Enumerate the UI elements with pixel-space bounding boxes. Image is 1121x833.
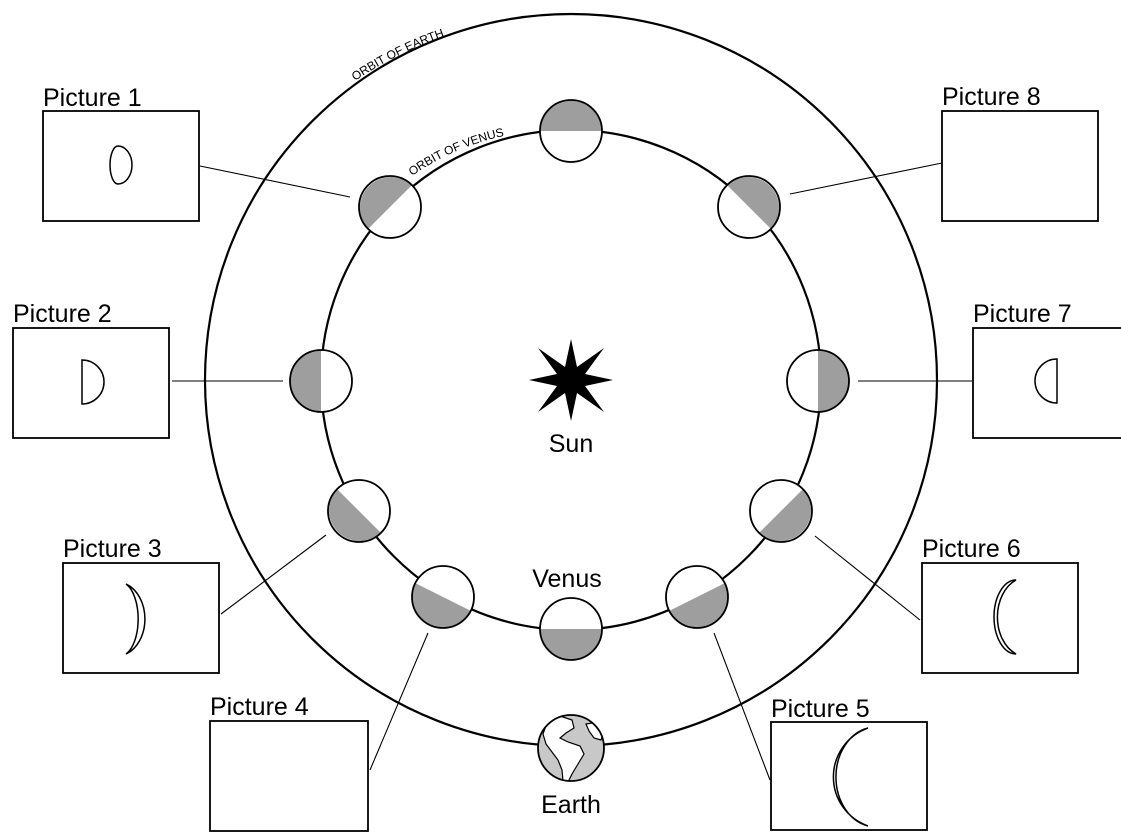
venus-upper-right	[717, 175, 781, 239]
connector-picture-1	[199, 165, 351, 198]
earth-globe-icon	[537, 714, 605, 782]
sun-label: Sun	[549, 430, 593, 458]
connector-picture-8	[789, 162, 943, 195]
picture-1: Picture 1	[42, 84, 200, 222]
venus-right	[786, 349, 850, 413]
orbit-of-earth-label: ORBIT OF EARTH	[349, 26, 446, 84]
picture-6-venus-phase	[993, 579, 1017, 655]
connector-picture-6	[814, 535, 921, 621]
picture-5: Picture 5	[770, 695, 928, 831]
picture-3: Picture 3	[62, 535, 220, 674]
picture-2-title: Picture 2	[13, 300, 112, 328]
venus-upper-left	[358, 175, 422, 239]
picture-7: Picture 7	[972, 300, 1121, 439]
venus-lower-left	[327, 479, 391, 543]
picture-4-frame	[209, 720, 369, 832]
picture-7-title: Picture 7	[973, 300, 1072, 328]
connector-picture-5	[713, 632, 771, 781]
picture-4: Picture 4	[209, 693, 369, 832]
picture-2-venus-phase	[81, 359, 105, 405]
picture-1-venus-phase	[109, 145, 133, 185]
venus-top	[539, 99, 603, 163]
picture-3-title: Picture 3	[63, 535, 162, 563]
picture-2: Picture 2	[12, 300, 170, 439]
connector-lines	[172, 162, 972, 781]
picture-6-frame	[921, 562, 1079, 674]
venus-lower-right	[749, 479, 813, 543]
venus-bottom-left	[411, 565, 475, 629]
connector-picture-4	[369, 632, 429, 771]
picture-8-title: Picture 8	[942, 83, 1041, 111]
picture-5-frame	[770, 721, 928, 831]
venus-left	[289, 349, 353, 413]
picture-7-venus-phase	[1034, 358, 1058, 404]
venus-bottom-right	[665, 565, 729, 629]
picture-8-frame	[941, 110, 1099, 222]
venus-bottom	[539, 597, 603, 661]
earth-label: Earth	[541, 791, 601, 819]
venus-label: Venus	[532, 565, 602, 593]
picture-3-venus-phase	[125, 583, 146, 655]
connector-picture-3	[220, 534, 327, 615]
picture-6-title: Picture 6	[922, 535, 1021, 563]
picture-4-title: Picture 4	[210, 693, 309, 721]
picture-5-venus-phase	[832, 727, 869, 827]
sun-icon	[529, 339, 613, 421]
picture-8: Picture 8	[941, 83, 1099, 222]
orbit-of-venus-label: ORBIT OF VENUS	[406, 125, 505, 178]
picture-5-title: Picture 5	[771, 695, 870, 723]
picture-1-title: Picture 1	[43, 84, 142, 112]
picture-6: Picture 6	[921, 535, 1079, 674]
